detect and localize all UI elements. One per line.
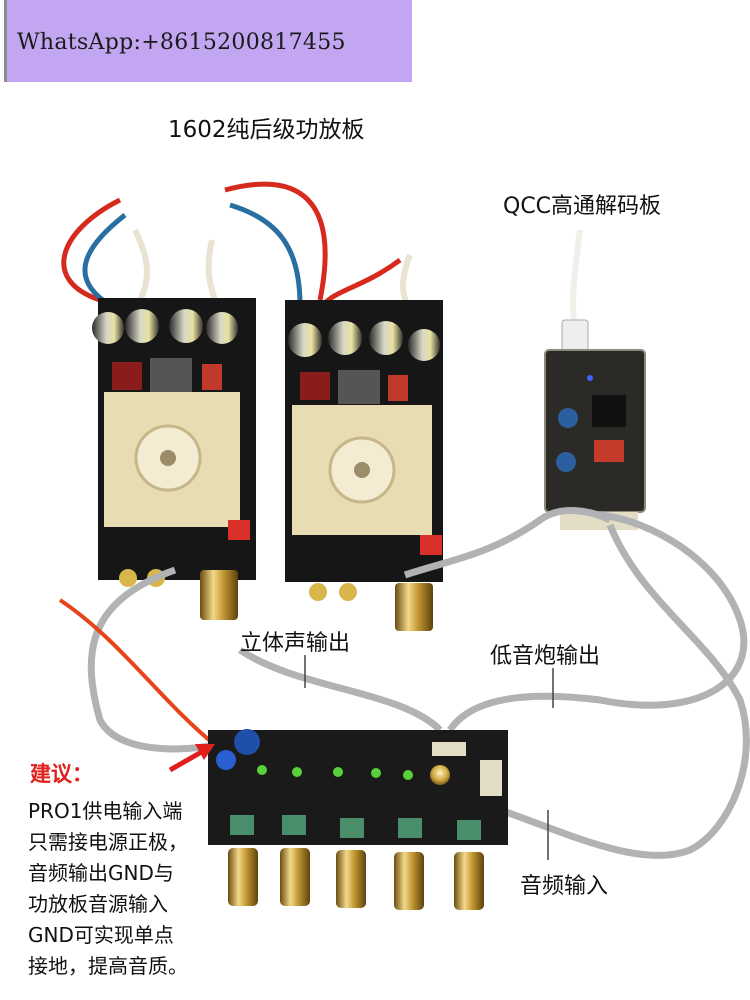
whatsapp-contact: WhatsApp:+8615200817455	[17, 30, 346, 55]
speaker-cables	[61, 160, 426, 312]
qcc-decoder-board	[544, 349, 646, 530]
advice-line: 音频输出GND与	[28, 861, 174, 885]
advice-line: GND可实现单点	[28, 923, 174, 947]
amp-board-title: 1602纯后级功放板	[168, 117, 365, 143]
stereo-output-label: 立体声输出	[240, 631, 351, 656]
signal-cables	[87, 507, 750, 859]
whatsapp-banner: WhatsApp:+8615200817455	[4, 0, 412, 82]
red-arrow-icon	[168, 744, 215, 773]
subwoofer-output-label: 低音炮输出	[490, 644, 601, 669]
tone-control-board	[208, 729, 508, 910]
usb-cable	[569, 229, 583, 331]
qcc-board-label: QCC高通解码板	[503, 194, 662, 219]
advice-line: 功放板音源输入	[28, 892, 168, 916]
amp-board-left	[92, 298, 256, 620]
advice-title: 建议：	[30, 762, 93, 786]
advice-line: 接地，提高音质。	[28, 954, 188, 978]
amp-board-right	[285, 300, 443, 631]
power-wire	[58, 598, 217, 747]
audio-input-label: 音频输入	[520, 874, 609, 899]
advice-note: PRO1供电输入端 只需接电源正极， 音频输出GND与 功放板音源输入 GND可…	[28, 796, 188, 982]
advice-line: PRO1供电输入端	[28, 799, 183, 823]
advice-line: 只需接电源正极，	[28, 830, 188, 854]
